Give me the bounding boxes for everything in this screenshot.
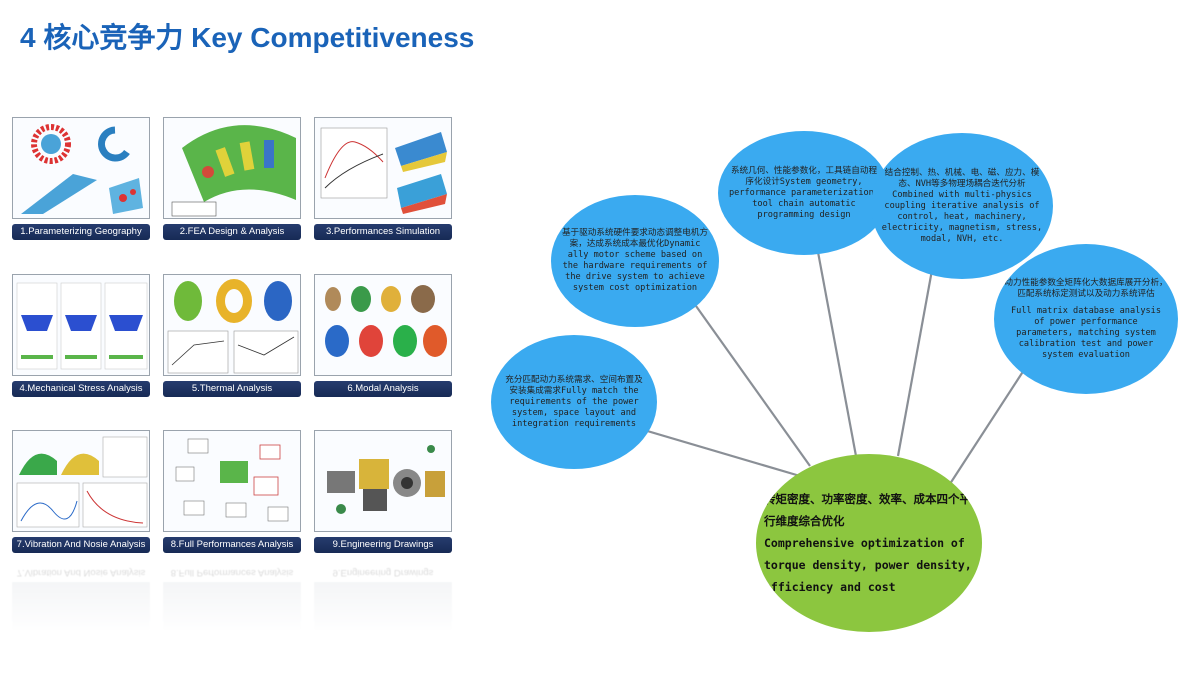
bubble-matrix-database-en: Full matrix database analysis of power p…: [1010, 305, 1162, 360]
connector-line: [695, 305, 811, 467]
tile-caption: 2.FEA Design & Analysis: [163, 224, 301, 240]
page-title: 4 核心竞争力 Key Competitiveness: [20, 22, 475, 53]
connector-line: [945, 369, 1025, 491]
bubble-matrix-database: 动力性能参数全矩阵化大数据库展开分析，匹配系统标定测试以及动力系统评估 Full…: [994, 244, 1178, 394]
bubble-hardware-optimization: 基于驱动系统硬件要求动态调整电机方案，达成系统成本最优化Dynamic ally…: [551, 195, 719, 327]
engineering-drawings-image: [314, 430, 452, 532]
tile-caption: 6.Modal Analysis: [314, 381, 452, 397]
tile-caption: 5.Thermal Analysis: [163, 381, 301, 397]
connector-line: [816, 251, 858, 457]
tile-mechanical-stress-analysis: 4.Mechanical Stress Analysis: [12, 274, 150, 400]
tile-caption: 3.Performances Simulation: [314, 224, 452, 240]
tile-engineering-drawings: 9.Engineering Drawings: [314, 430, 452, 556]
grid-reflection: 7.Vibration And Nosie Analysis 8.Full Pe…: [12, 560, 455, 630]
core-optimization-bubble: 转矩密度、功率密度、效率、成本四个平行维度综合优化 Comprehensive …: [756, 454, 982, 632]
bubble-system-match: 充分匹配动力系统需求、空间布置及安装集成需求Fully match the re…: [491, 335, 657, 469]
connector-line: [896, 269, 934, 457]
bubble-matrix-database-cn: 动力性能参数全矩阵化大数据库展开分析，匹配系统标定测试以及动力系统评估: [1004, 277, 1168, 299]
tile-vibration-noise-analysis: 7.Vibration And Nosie Analysis: [12, 430, 150, 556]
tile-caption: 9.Engineering Drawings: [314, 537, 452, 553]
core-optimization-cn: 转矩密度、功率密度、效率、成本四个平行维度综合优化: [764, 492, 971, 528]
vibration-noise-analysis-image: [12, 430, 150, 532]
mechanical-stress-analysis-image: [12, 274, 150, 376]
full-performances-analysis-image: [163, 430, 301, 532]
tile-performances-simulation: 3.Performances Simulation: [314, 117, 452, 243]
tile-thermal-analysis: 5.Thermal Analysis: [163, 274, 301, 400]
tile-full-performances-analysis: 8.Full Performances Analysis: [163, 430, 301, 556]
performances-simulation-image: [314, 117, 452, 219]
tile-caption: 4.Mechanical Stress Analysis: [12, 381, 150, 397]
bubble-multiphysics-text: 结合控制、热、机械、电、磁、应力、模态、NVH等多物理场耦合迭代分析Combin…: [881, 167, 1043, 244]
fea-design-analysis-image: [163, 117, 301, 219]
core-optimization-en: Comprehensive optimization of torque den…: [764, 536, 972, 594]
thermal-analysis-image: [163, 274, 301, 376]
tile-fea-design-analysis: 2.FEA Design & Analysis: [163, 117, 301, 243]
tile-caption: 8.Full Performances Analysis: [163, 537, 301, 553]
tile-parameterizing-geography: 1.Parameterizing Geography: [12, 117, 150, 243]
bubble-parametric-design: 系统几何、性能参数化，工具链自动程序化设计System geometry, pe…: [718, 131, 890, 255]
bubble-multiphysics: 结合控制、热、机械、电、磁、应力、模态、NVH等多物理场耦合迭代分析Combin…: [871, 133, 1053, 279]
modal-analysis-image: [314, 274, 452, 376]
tile-caption: 7.Vibration And Nosie Analysis: [12, 537, 150, 553]
parameterizing-geography-image: [12, 117, 150, 219]
analysis-image-grid: 1.Parameterizing Geography 2.FEA Design …: [12, 117, 455, 564]
tile-caption: 1.Parameterizing Geography: [12, 224, 150, 240]
tile-modal-analysis: 6.Modal Analysis: [314, 274, 452, 400]
